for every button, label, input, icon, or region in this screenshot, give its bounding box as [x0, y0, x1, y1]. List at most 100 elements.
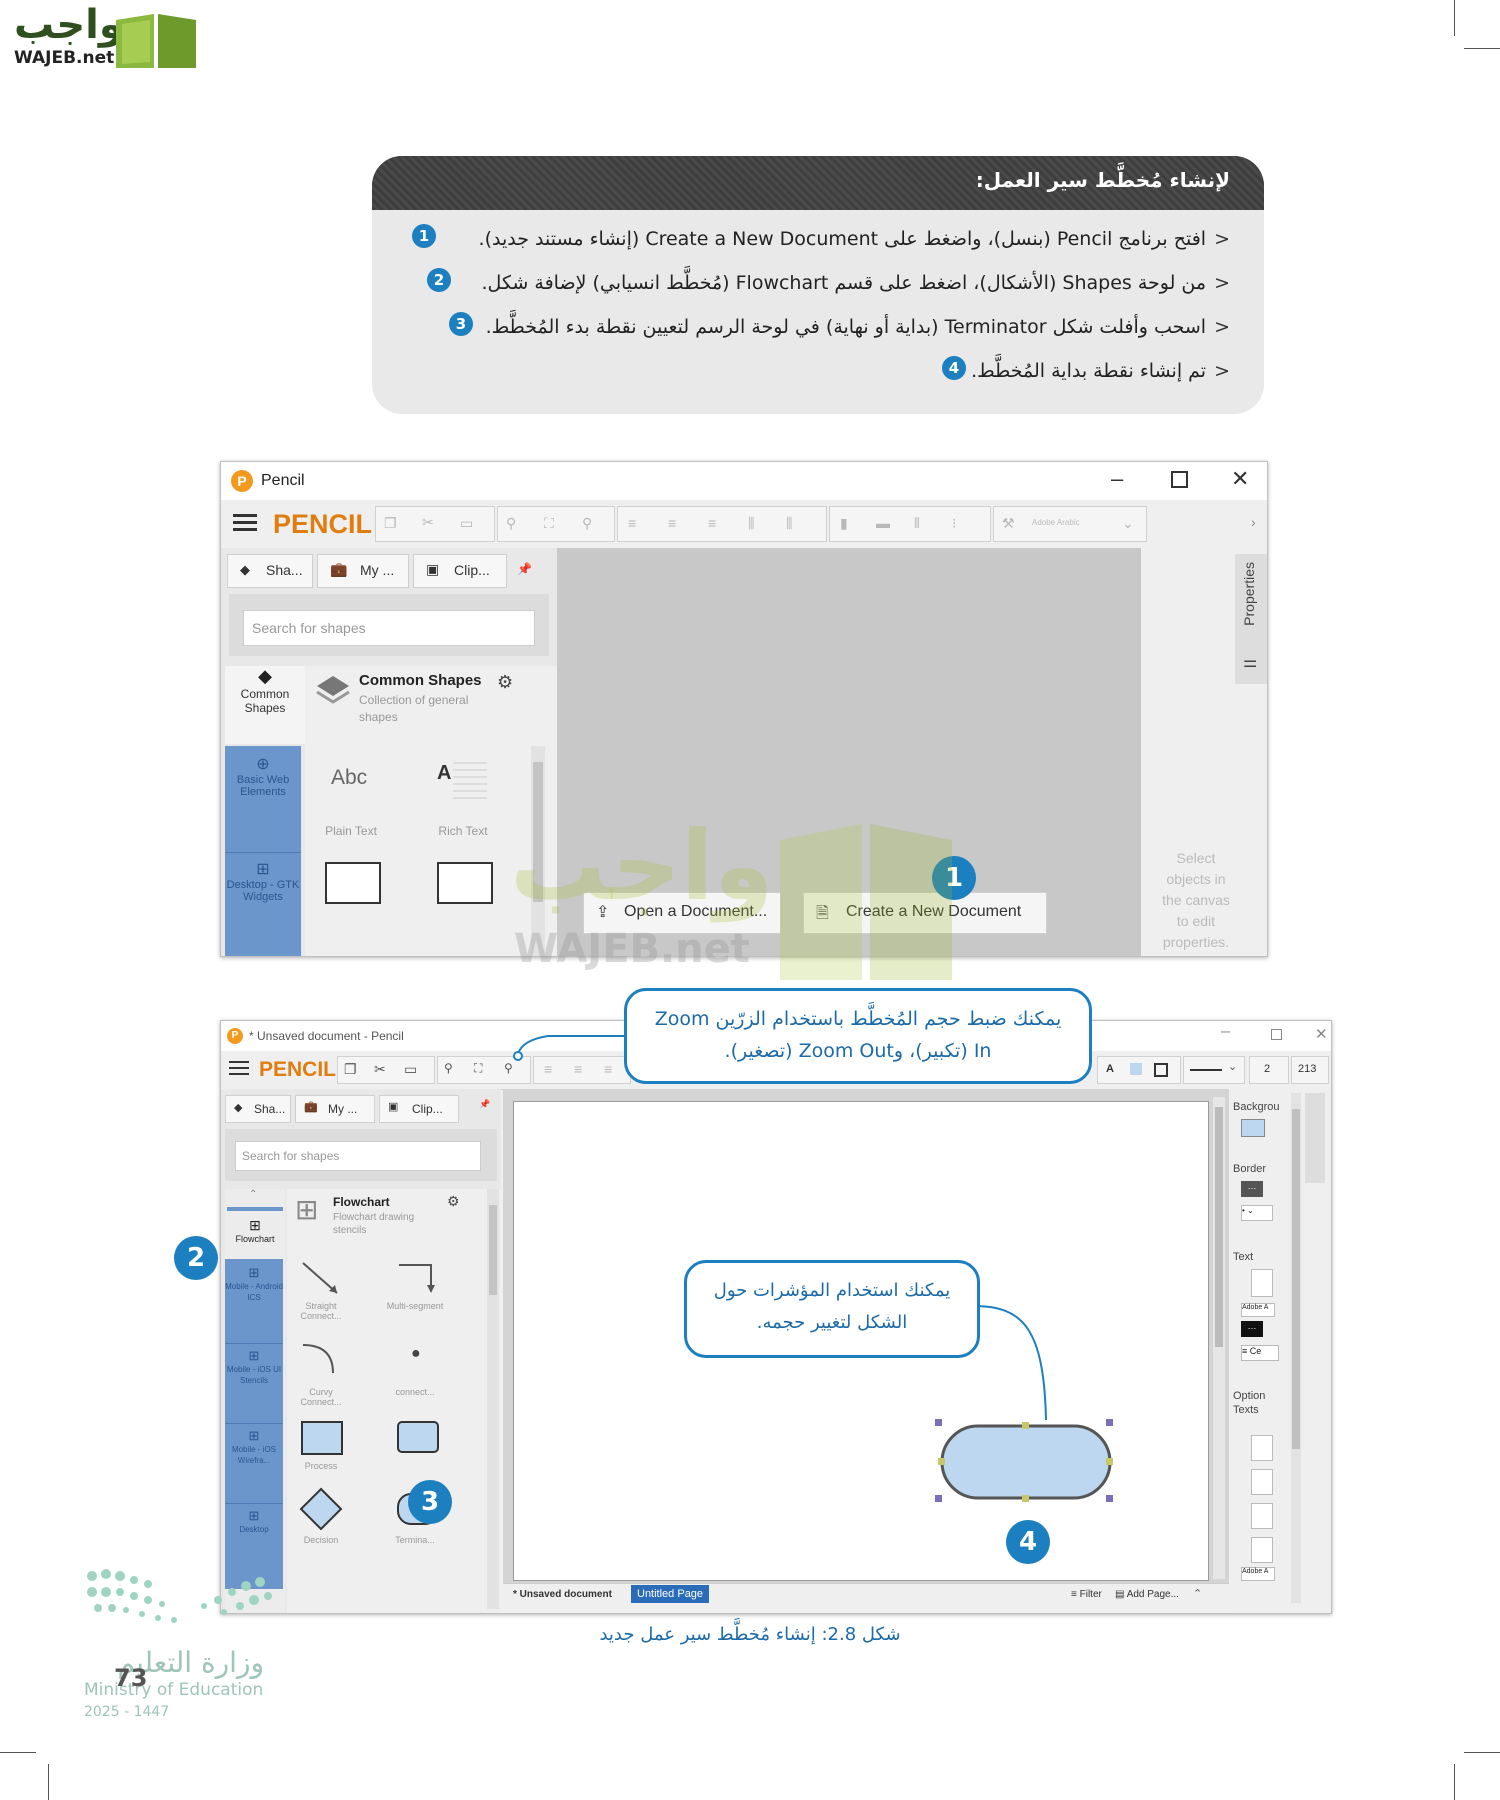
option-text-input[interactable]: [1251, 1537, 1273, 1563]
properties-scrollbar[interactable]: [1291, 1093, 1301, 1603]
align-left-icon[interactable]: ≡: [544, 1061, 553, 1077]
spacing-icon[interactable]: ⁝: [952, 515, 957, 531]
zoom-out-icon[interactable]: ⚲: [444, 1061, 453, 1075]
copy-icon[interactable]: ❐: [344, 1061, 357, 1077]
zoom-value-input[interactable]: 213: [1291, 1056, 1329, 1084]
paste-icon[interactable]: ▭: [404, 1061, 418, 1077]
decision-shape[interactable]: [299, 1487, 343, 1531]
cut-icon[interactable]: ✂: [374, 1061, 386, 1077]
pin-icon[interactable]: 📌: [479, 1099, 491, 1109]
open-document-button[interactable]: ⇪Open a Document...: [583, 892, 781, 934]
category-desktop-gtk[interactable]: ⊞Desktop - GTK Widgets: [225, 852, 301, 903]
close-button[interactable]: ✕: [1315, 1026, 1328, 1043]
tab-my-collections[interactable]: 💼My ...: [295, 1095, 375, 1123]
category-mobile-ios[interactable]: ⊞Mobile - iOS UI Stencils: [225, 1343, 283, 1386]
menu-icon[interactable]: [229, 1057, 249, 1079]
properties-tab[interactable]: Properties ⚌: [1235, 554, 1267, 684]
format-painter-icon[interactable]: ⚒: [1002, 515, 1015, 531]
option-text-input[interactable]: [1251, 1435, 1273, 1461]
distribute-icon[interactable]: ⫴: [914, 515, 920, 531]
curvy-connector-shape[interactable]: [299, 1339, 343, 1379]
align-left-icon[interactable]: ≡: [628, 515, 637, 531]
scrollbar[interactable]: [531, 746, 545, 956]
straight-connector-shape[interactable]: [299, 1259, 343, 1299]
option-text-input[interactable]: [1251, 1469, 1273, 1495]
tab-clipart[interactable]: ▣Clip...: [413, 554, 507, 588]
chevron-up-icon[interactable]: ⌃: [1193, 1588, 1203, 1600]
document-tab[interactable]: * Unsaved document: [513, 1589, 612, 1600]
text-color-icon[interactable]: A: [1106, 1063, 1114, 1075]
font-select[interactable]: Adobe A: [1241, 1303, 1275, 1317]
filter-button[interactable]: ≡ Filter: [1071, 1589, 1102, 1600]
option-text-input[interactable]: [1251, 1503, 1273, 1529]
process-shape[interactable]: [301, 1421, 343, 1455]
fit-icon[interactable]: ⛶: [474, 1061, 483, 1075]
rectangle-shape[interactable]: [325, 862, 381, 904]
gear-icon[interactable]: ⚙: [447, 1193, 460, 1209]
maximize-button[interactable]: [1171, 471, 1188, 488]
category-mobile-android[interactable]: ⊞Mobile - Android ICS: [225, 1265, 283, 1303]
tab-my-collections[interactable]: 💼My ...: [317, 554, 409, 588]
align-right-icon[interactable]: ≡: [708, 515, 717, 531]
gear-icon[interactable]: ⚙: [497, 672, 514, 692]
category-desktop[interactable]: ⊞Desktop: [225, 1503, 283, 1535]
border-color-picker[interactable]: …: [1241, 1181, 1263, 1197]
align-center-icon[interactable]: ≡: [668, 515, 677, 531]
line-style-select[interactable]: ⌄: [1183, 1056, 1245, 1084]
menu-icon[interactable]: [233, 510, 257, 535]
ministry-logo: وزارة التعليم Ministry of Education 2025…: [84, 1560, 284, 1770]
connector-point-shape[interactable]: ●: [411, 1345, 421, 1362]
bring-front-icon[interactable]: ▮: [840, 515, 848, 531]
add-page-button[interactable]: ▤ Add Page...: [1115, 1589, 1179, 1600]
align-top-icon[interactable]: ⫼: [748, 515, 755, 531]
tab-shapes[interactable]: ◆Sha...: [227, 554, 313, 588]
fit-icon[interactable]: ⛶: [544, 515, 554, 531]
page-tab[interactable]: Untitled Page: [631, 1585, 710, 1603]
zoom-in-icon[interactable]: ⚲: [582, 515, 593, 531]
minimize-button[interactable]: –: [1221, 1023, 1230, 1040]
collection-title: Common Shapes: [359, 672, 482, 689]
option-font-select[interactable]: Adobe A: [1241, 1567, 1275, 1581]
rounded-process-shape[interactable]: [397, 1421, 439, 1453]
cut-icon[interactable]: ✂: [422, 514, 434, 530]
pin-icon[interactable]: 📌: [517, 562, 532, 576]
terminator-on-canvas[interactable]: [930, 1416, 1126, 1516]
tab-shapes[interactable]: ◆Sha...: [225, 1095, 291, 1123]
multi-segment-shape[interactable]: [395, 1259, 439, 1299]
create-new-document-button[interactable]: 🗎Create a New Document: [803, 892, 1047, 934]
border-style-select[interactable]: • ⌄: [1241, 1205, 1273, 1221]
category-flowchart[interactable]: ⊞Flowchart: [225, 1217, 285, 1244]
chevron-right-icon[interactable]: ›: [1251, 514, 1256, 530]
chevron-up-icon[interactable]: ⌃: [249, 1189, 258, 1200]
text-color-picker[interactable]: …: [1241, 1321, 1263, 1337]
category-common-shapes[interactable]: ◆ Common Shapes: [225, 666, 305, 744]
copy-icon[interactable]: ❐: [384, 515, 397, 531]
search-input[interactable]: Search for shapes: [235, 1141, 481, 1171]
background-color-picker[interactable]: [1241, 1119, 1265, 1137]
canvas-scrollbar[interactable]: [1213, 1097, 1225, 1579]
maximize-button[interactable]: [1271, 1029, 1282, 1040]
send-back-icon[interactable]: ▬: [876, 515, 890, 531]
category-mobile-ios-wireframe[interactable]: ⊞Mobile - iOS Wirefra...: [225, 1423, 283, 1466]
minimize-button[interactable]: –: [1111, 466, 1124, 491]
zoom-in-icon[interactable]: ⚲: [504, 1061, 513, 1075]
line-width-input[interactable]: 2: [1249, 1056, 1289, 1084]
properties-tab[interactable]: [1305, 1093, 1325, 1183]
category-basic-web[interactable]: ⊕Basic Web Elements: [225, 754, 301, 798]
border-icon[interactable]: [1154, 1063, 1168, 1077]
tab-clipart[interactable]: ▣Clip...: [379, 1095, 459, 1123]
zoom-out-icon[interactable]: ⚲: [506, 515, 517, 531]
align-middle-icon[interactable]: ⫼: [786, 515, 793, 531]
close-button[interactable]: ✕: [1231, 466, 1250, 491]
font-select[interactable]: Adobe Arabic: [1032, 518, 1080, 527]
scrollbar[interactable]: [487, 1189, 499, 1609]
text-input[interactable]: [1251, 1269, 1273, 1297]
search-input[interactable]: Search for shapes: [243, 610, 535, 646]
text-align-select[interactable]: ≡ Ce: [1241, 1345, 1279, 1361]
rectangle-shape[interactable]: [437, 862, 493, 904]
search-placeholder: Search for shapes: [252, 620, 366, 636]
fill-color-icon[interactable]: [1130, 1063, 1142, 1075]
align-center-icon[interactable]: ≡: [574, 1061, 583, 1077]
paste-icon[interactable]: ▭: [460, 515, 474, 531]
align-right-icon[interactable]: ≡: [604, 1061, 613, 1077]
